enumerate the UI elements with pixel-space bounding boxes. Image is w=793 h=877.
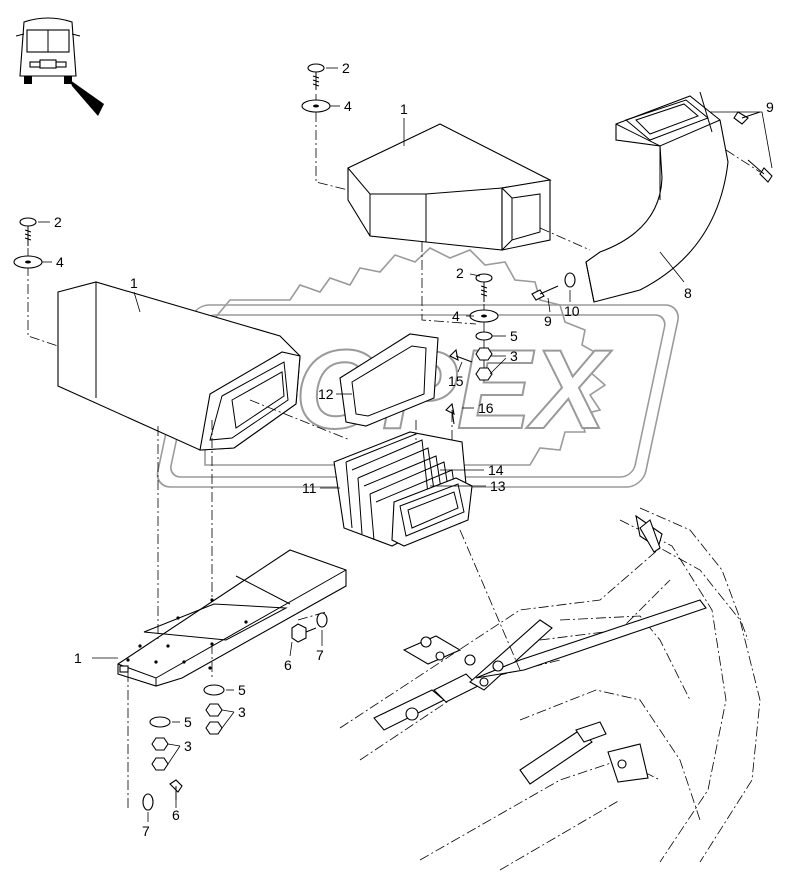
callouts: 2 4 1 9 2 4 1 2 10 8 4 9 5 3 15 12 16 14… bbox=[54, 60, 774, 839]
callout-label: 3 bbox=[510, 348, 518, 364]
callout-label: 4 bbox=[56, 254, 64, 270]
callout-label: 1 bbox=[130, 275, 138, 291]
callout-label: 16 bbox=[478, 400, 494, 416]
callout-label: 15 bbox=[448, 373, 464, 389]
callout-label: 11 bbox=[302, 480, 317, 496]
chassis-frame bbox=[339, 507, 761, 871]
callout-label: 6 bbox=[172, 807, 180, 823]
callout-label: 7 bbox=[316, 647, 324, 663]
callout-label: 3 bbox=[184, 738, 192, 754]
floor-plate bbox=[117, 549, 347, 687]
callout-label: 8 bbox=[684, 285, 692, 301]
bus-icon bbox=[15, 17, 104, 116]
callout-label: 2 bbox=[54, 214, 62, 230]
callout-label: 9 bbox=[544, 313, 552, 329]
gasket bbox=[339, 333, 439, 427]
callout-label: 4 bbox=[452, 308, 460, 324]
upper-duct bbox=[347, 123, 552, 251]
callout-label: 3 bbox=[238, 704, 246, 720]
callout-label: 9 bbox=[766, 99, 774, 115]
assembly-lines bbox=[27, 94, 761, 808]
left-duct bbox=[57, 281, 301, 451]
elbow-duct bbox=[585, 91, 729, 303]
callout-label: 10 bbox=[564, 303, 580, 319]
callout-label: 14 bbox=[488, 462, 504, 478]
callout-label: 5 bbox=[184, 714, 192, 730]
fasteners bbox=[13, 63, 773, 811]
callout-label: 2 bbox=[342, 60, 350, 76]
callout-label: 2 bbox=[456, 265, 464, 281]
callout-label: 1 bbox=[400, 101, 408, 117]
callout-label: 5 bbox=[238, 682, 246, 698]
callout-label: 6 bbox=[284, 657, 292, 673]
callout-label: 5 bbox=[510, 328, 518, 344]
callout-label: 4 bbox=[344, 98, 352, 114]
leader-lines bbox=[38, 67, 773, 822]
callout-label: 13 bbox=[490, 478, 506, 494]
callout-label: 12 bbox=[318, 386, 334, 402]
callout-label: 7 bbox=[142, 823, 150, 839]
callout-label: 1 bbox=[74, 650, 82, 666]
bellows bbox=[333, 431, 473, 547]
